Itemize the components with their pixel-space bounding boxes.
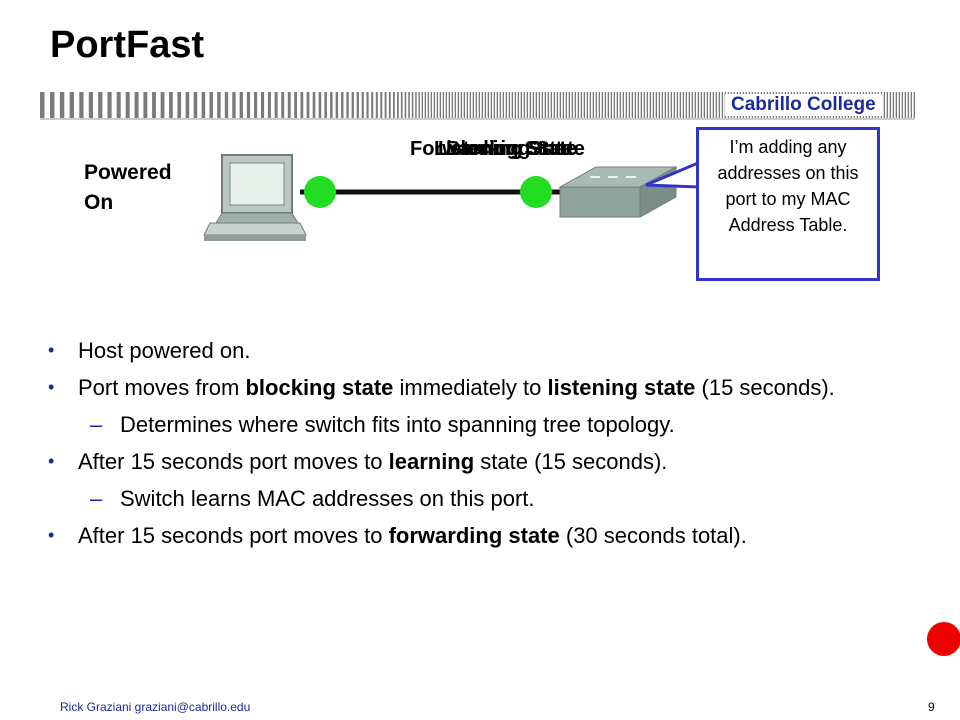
powered-label-line2: On [84, 191, 114, 214]
bullet-item: • After 15 seconds port moves to forwardi… [48, 521, 928, 550]
record-indicator-icon[interactable] [927, 622, 960, 656]
bullet-text-part: state (15 seconds). [474, 449, 668, 474]
bullet-text-part: forwarding state [388, 523, 560, 548]
bullet-item: • After 15 seconds port moves to learning… [48, 447, 928, 476]
bullet-text-part: immediately to [393, 375, 548, 400]
state-label-learning: Learning State [438, 138, 577, 160]
state-label-forwarding: Forwarding State [410, 138, 574, 160]
powered-on-label: Powered On [84, 158, 172, 218]
bullet-text-part: Switch learns MAC addresses on this port… [120, 486, 535, 511]
bullet-text-part: learning [388, 449, 475, 474]
bullet-marker: • [48, 451, 55, 471]
bullet-text-part: (30 seconds total). [559, 523, 747, 548]
bullet-text-part: Determines where switch fits into spanni… [120, 412, 675, 437]
switch-icon [558, 166, 678, 218]
dash-marker: – [90, 412, 103, 437]
switch-callout: I’m adding any addresses on this port to… [696, 127, 880, 281]
state-label-listening: Listening State [434, 138, 578, 160]
bullet-item: • Port moves from blocking state immediat… [48, 373, 928, 402]
bullet-text-part: Host powered on. [78, 338, 251, 363]
sub-bullet-item: –Switch learns MAC addresses on this por… [48, 484, 928, 513]
college-logo-text: Cabrillo College [725, 94, 882, 116]
host-computer-icon [203, 154, 307, 241]
sub-bullet-item: –Determines where switch fits into spann… [48, 410, 928, 439]
bullet-marker: • [48, 377, 55, 397]
page-number: 9 [928, 700, 935, 714]
dash-marker: – [90, 486, 103, 511]
bullet-text-part: After 15 seconds port moves to [78, 523, 389, 548]
bullet-text-part: listening state [547, 375, 696, 400]
bullet-marker: • [48, 525, 55, 545]
powered-label-line1: Powered [84, 161, 172, 184]
bullet-text-part: Port moves from [78, 375, 246, 400]
host-link-light [304, 176, 336, 208]
network-diagram [203, 154, 700, 241]
footer-author: Rick Graziani graziani@cabrillo.edu [60, 700, 251, 714]
bullet-marker: • [48, 340, 55, 360]
slide-title: PortFast [50, 24, 205, 66]
switch-port-light [520, 176, 552, 208]
bullet-text-part: After 15 seconds port moves to [78, 449, 389, 474]
bullet-item: • Host powered on. [48, 336, 928, 365]
bullet-text-part: (15 seconds). [695, 375, 835, 400]
bullet-list: • Host powered on. • Port moves from blocki… [48, 336, 928, 558]
state-label-blocking: Blocking State [446, 138, 585, 160]
bullet-text-part: blocking state [245, 375, 394, 400]
